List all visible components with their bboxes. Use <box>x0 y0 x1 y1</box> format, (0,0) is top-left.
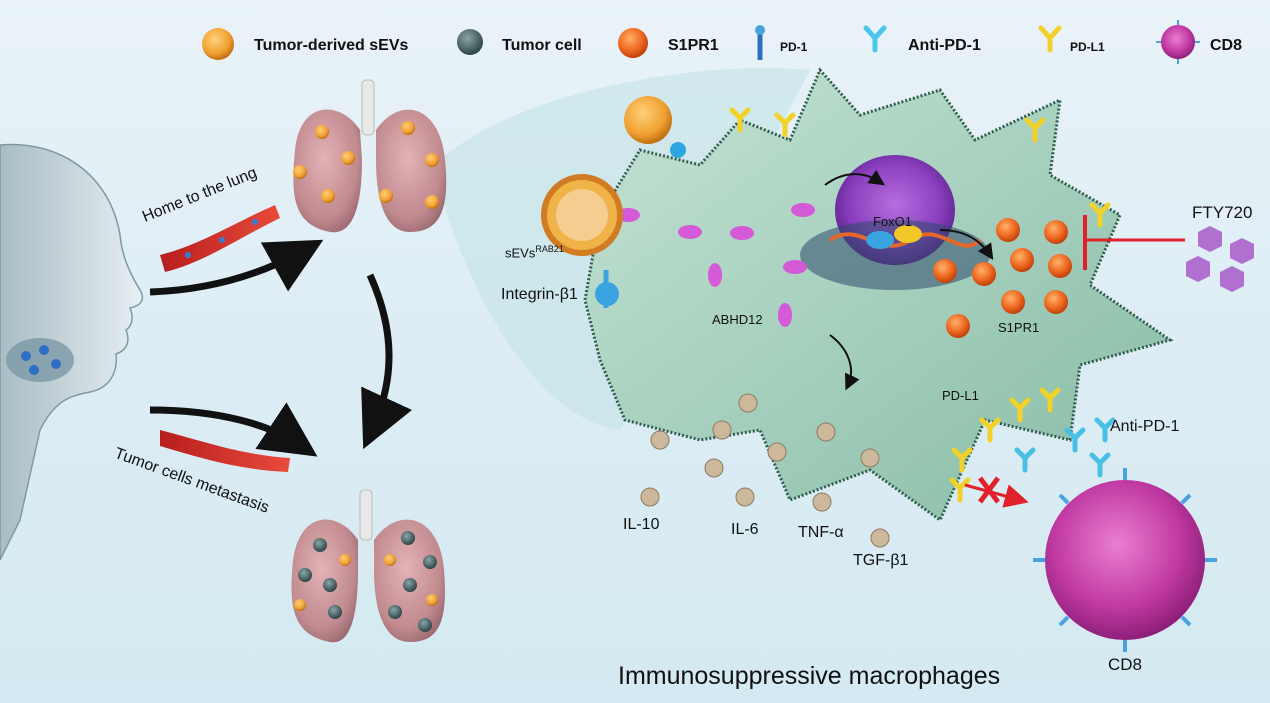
blood-vessel-bottom <box>160 430 290 472</box>
legend-cd8-label: CD8 <box>1210 37 1243 54</box>
legend-pd1-label: PD-1 <box>780 40 808 54</box>
anti-pd1-cell-label: Anti-PD-1 <box>1110 418 1180 435</box>
s1pr1-cell-label: S1PR1 <box>998 320 1040 335</box>
pdl1-cell-label: PD-L1 <box>942 388 979 403</box>
pdl1-receptors <box>729 107 1111 503</box>
legend-sevs-label: Tumor-derived sEVs <box>254 37 409 54</box>
legend-s1pr1-label: S1PR1 <box>668 37 719 54</box>
s1pr1-receptors <box>933 218 1072 338</box>
block-cross <box>978 476 1000 504</box>
abhd12-label: ABHD12 <box>712 312 763 327</box>
integrin-label: Integrin-β1 <box>501 286 578 303</box>
integrin-beta1 <box>595 282 619 306</box>
cytokine-il6-label: IL-6 <box>731 521 759 538</box>
anti-pd1-antibodies <box>1014 417 1116 478</box>
sev-particle <box>624 96 672 144</box>
sevs-legend-icon <box>202 28 234 60</box>
tumor-cell-legend-icon <box>457 29 483 55</box>
arrow-home-to-lung <box>149 239 324 296</box>
legend-icons <box>202 20 1200 64</box>
legend-tumor-cell-label: Tumor cell <box>502 37 582 54</box>
lungs-top <box>293 79 447 233</box>
legend-anti-pd1-label: Anti-PD-1 <box>908 37 981 54</box>
fty720-label: FTY720 <box>1192 203 1253 222</box>
cytokine-tgfb1-label: TGF-β1 <box>853 552 909 569</box>
foxo1-label: FoxO1 <box>873 214 913 229</box>
arrow-metastasis <box>149 402 318 457</box>
tumor-cluster-mouth <box>6 338 74 382</box>
cd8-legend-icon <box>1156 20 1200 64</box>
pdl1-legend-icon <box>1038 25 1062 53</box>
anti-pd1-legend-icon <box>863 25 887 53</box>
cd8-t-cell <box>1033 468 1217 652</box>
human-head <box>0 143 144 561</box>
legend-pdl1-label: PD-L1 <box>1070 40 1105 54</box>
diagram-title: Immunosuppressive macrophages <box>618 662 1001 690</box>
endoplasmic-reticulum <box>800 220 990 290</box>
cytokine-particles <box>640 393 890 548</box>
pd1-legend-icon <box>755 25 765 60</box>
lungs-bottom <box>291 489 445 643</box>
cytokine-il10-label: IL-10 <box>623 516 660 533</box>
s1pr1-legend-icon <box>618 28 648 58</box>
fty720-molecules <box>1186 226 1254 292</box>
sevs-rab21-label: sEVsRAB21 <box>505 244 564 261</box>
cytokine-tnfa-label: TNF-α <box>798 524 844 541</box>
arrow-lung-to-lung <box>361 273 413 450</box>
cd8-cell-label: CD8 <box>1108 655 1143 674</box>
